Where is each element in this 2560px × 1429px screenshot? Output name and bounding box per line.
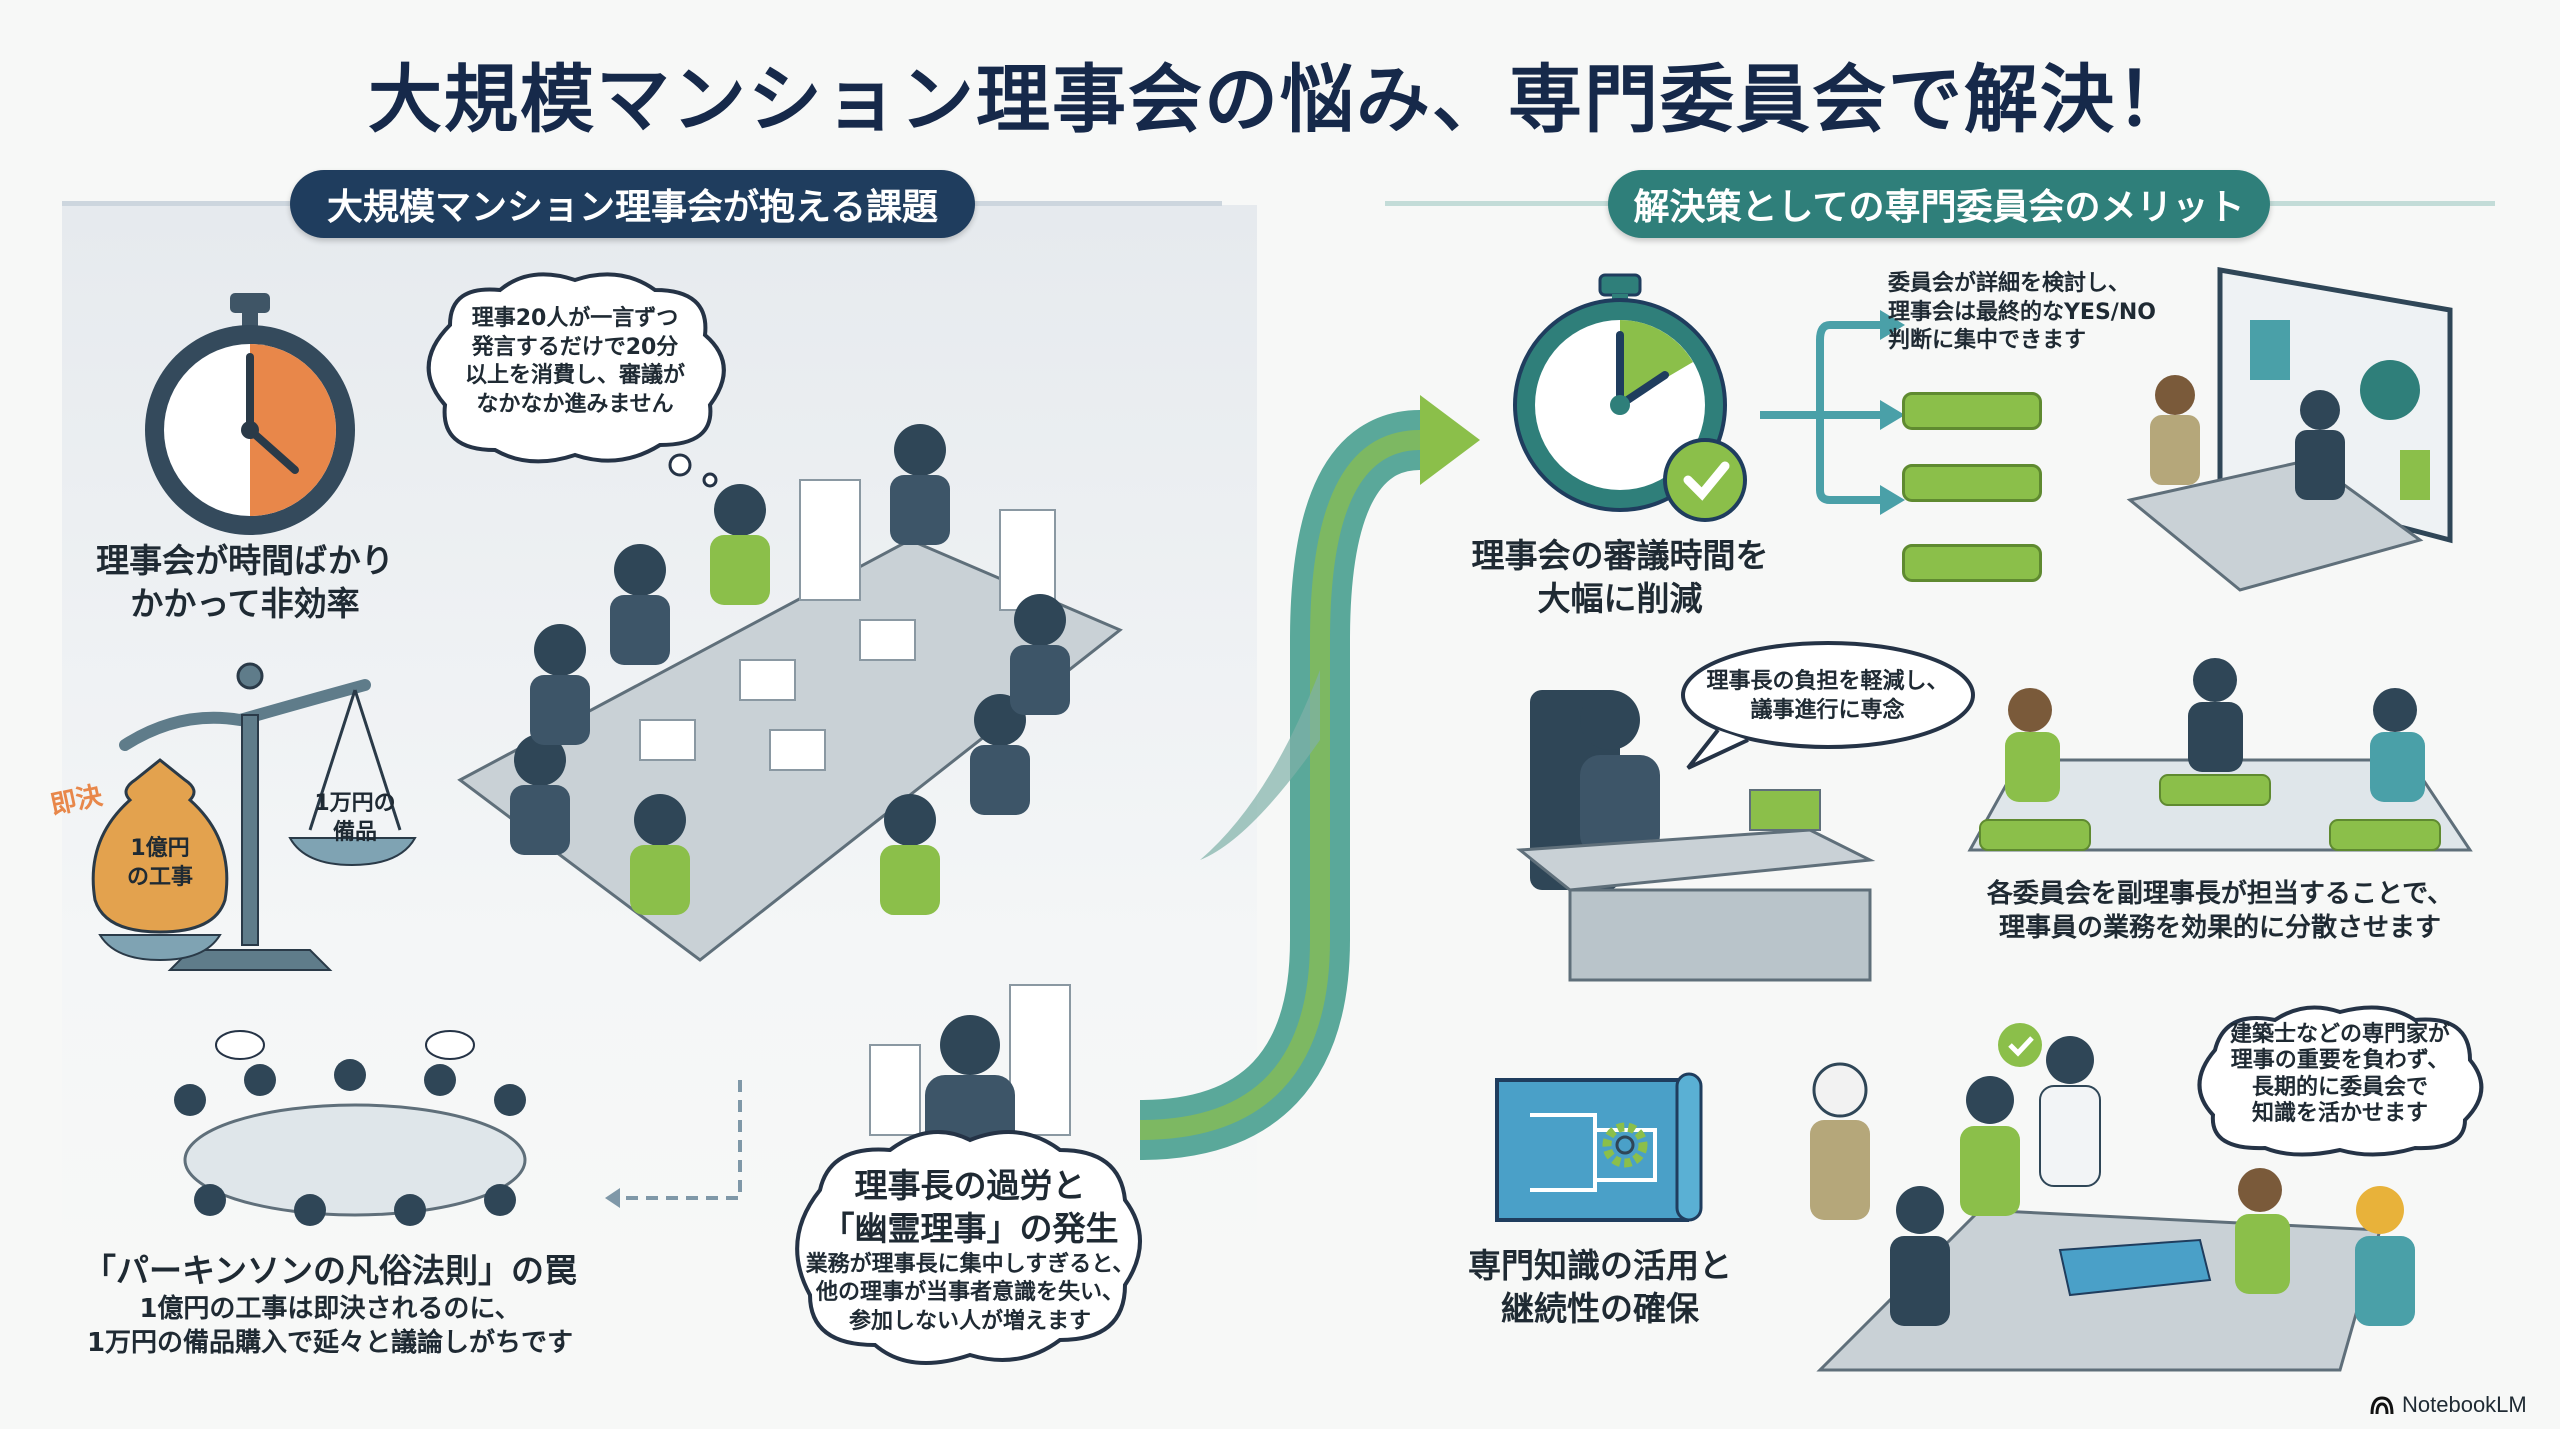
stopwatch-orange-icon xyxy=(145,293,355,535)
expert-bubble-line1: 建築士などの専門家が xyxy=(2229,1022,2450,1047)
notebooklm-label: NotebookLM xyxy=(2402,1392,2527,1417)
chairman-bubble-text: 理事長の負担を軽減し、 議事進行に専念 xyxy=(1690,668,1965,725)
parkinson-line1: 1億円の工事は即決されるのに、 xyxy=(139,1293,521,1324)
time-reduction-line1: 理事会の審議時間を xyxy=(1471,536,1769,575)
committee-detail-text: 委員会が詳細を検討し、 理事会は最終的なYES/NO 判断に集中できます xyxy=(1888,270,2198,356)
light-pan-line2: 備品 xyxy=(332,819,377,845)
chairman-line3: 参加しない人が増えます xyxy=(848,1308,1091,1334)
chairman-bubble-line2: 議事進行に専念 xyxy=(1750,697,1905,723)
time-issue-label: 理事会が時間ばかり かかって非効率 xyxy=(45,540,445,626)
chairman-desk-illustration xyxy=(1516,690,1876,982)
expert-bubble-line3: 長期的に委員会で xyxy=(2251,1074,2428,1100)
crowded-meeting-illustration xyxy=(457,424,1123,962)
expert-team-illustration xyxy=(1810,1023,2415,1372)
distribution-label: 各委員会を副理事長が担当することで、 理事員の業務を効果的に分散させます xyxy=(1960,878,2480,946)
expert-bubble-text: 建築士などの専門家が 理事の重要を負わず、 長期的に委員会で 知識を活かせます xyxy=(2195,1022,2485,1128)
main-title: 大規模マンション理事会の悩み、専門委員会で解決！ xyxy=(368,57,2192,143)
expert-bubble-line4: 知識を活かせます xyxy=(2251,1101,2428,1127)
distribution-line1: 各委員会を副理事長が担当することで、 xyxy=(1986,879,2454,909)
chairman-thought-cloud xyxy=(795,1130,1142,1365)
parkinson-label: 「パーキンソンの凡俗法則」の罠 1億円の工事は即決されるのに、 1万円の備品購入… xyxy=(60,1250,600,1360)
time-issue-line1: 理事会が時間ばかり xyxy=(96,541,394,580)
blueprint-gear-icon xyxy=(1495,1072,1703,1222)
meeting-bubble-line1: 理事20人が一言ずつ xyxy=(471,306,679,331)
meeting-bubble-text: 理事20人が一言ずつ 発言するだけで20分 以上を消費し、審議が なかなか進みま… xyxy=(440,305,710,419)
meeting-bubble-line3: 以上を消費し、審議が xyxy=(464,363,685,389)
green-bar-2 xyxy=(1902,464,2042,502)
committee-detail-line2: 理事会は最終的なYES/NO xyxy=(1888,299,2156,325)
time-reduction-line2: 大幅に削減 xyxy=(1537,578,1703,618)
right-section-header: 解決策としての専門委員会のメリット xyxy=(1608,170,2270,238)
green-bar-1 xyxy=(1902,392,2042,430)
light-pan-label: 1万円の 備品 xyxy=(290,790,420,847)
expertise-line1: 専門知識の活用と xyxy=(1468,1246,1732,1285)
meeting-bubble-line4: なかなか進みません xyxy=(476,391,674,417)
notebooklm-logo-icon xyxy=(2370,1396,2394,1415)
expert-bubble-line2: 理事の重要を負わず、 xyxy=(2230,1048,2450,1074)
meeting-bubble-line2: 発言するだけで20分 xyxy=(471,334,679,360)
stopwatch-check-icon xyxy=(1513,273,1747,522)
chairman-bubble-line1: 理事長の負担を軽減し、 xyxy=(1706,669,1949,694)
chairman-heading1: 理事長の過労と xyxy=(854,1166,1086,1205)
committee-detail-line1: 委員会が詳細を検討し、 xyxy=(1888,271,2131,296)
left-section-header: 大規模マンション理事会が抱える課題 xyxy=(290,170,975,238)
committee-table-illustration xyxy=(1967,658,2473,852)
heavy-bag-line1: 1億円 xyxy=(130,836,190,861)
distribution-line2: 理事員の業務を効果的に分散させます xyxy=(1998,912,2441,943)
branch-arrows-icon xyxy=(1760,310,1905,515)
time-reduction-label: 理事会の審議時間を 大幅に削減 xyxy=(1430,535,1810,621)
expertise-label: 専門知識の活用と 継続性の確保 xyxy=(1430,1245,1770,1331)
balance-scale-icon xyxy=(91,662,417,971)
chairman-line2: 他の理事が当事者意識を失い、 xyxy=(815,1280,1124,1306)
chairman-line1: 業務が理事長に集中しすぎると、 xyxy=(805,1251,1135,1277)
thought-cloud xyxy=(426,272,726,488)
presentation-monitor-illustration xyxy=(2126,267,2453,592)
chairman-heading2: 「幽霊理事」の発生 xyxy=(821,1208,1119,1248)
light-pan-line1: 1万円の xyxy=(314,791,396,816)
parkinson-heading: 「パーキンソンの凡俗法則」の罠 xyxy=(82,1251,577,1290)
parkinson-line2: 1万円の備品購入で延々と議論しがちです xyxy=(86,1327,574,1358)
green-bar-3 xyxy=(1902,544,2042,582)
time-issue-line2: かかって非効率 xyxy=(130,583,360,623)
chairman-speech-bubble xyxy=(1681,641,1975,770)
chairman-label: 理事長の過労と 「幽霊理事」の発生 業務が理事長に集中しすぎると、 他の理事が当… xyxy=(790,1165,1150,1337)
heavy-bag-line2: の工事 xyxy=(126,864,193,890)
expertise-line2: 継続性の確保 xyxy=(1501,1288,1699,1328)
round-table-debate-illustration xyxy=(174,1030,527,1226)
committee-detail-line3: 判断に集中できます xyxy=(1888,328,2087,354)
heavy-bag-label: 1億円 の工事 xyxy=(95,835,225,892)
transition-arrows-icon xyxy=(1139,395,1480,1160)
notebooklm-branding: NotebookLM xyxy=(2370,1392,2527,1418)
expert-thought-cloud xyxy=(2197,1005,2484,1157)
dashed-back-arrow xyxy=(605,1080,742,1208)
